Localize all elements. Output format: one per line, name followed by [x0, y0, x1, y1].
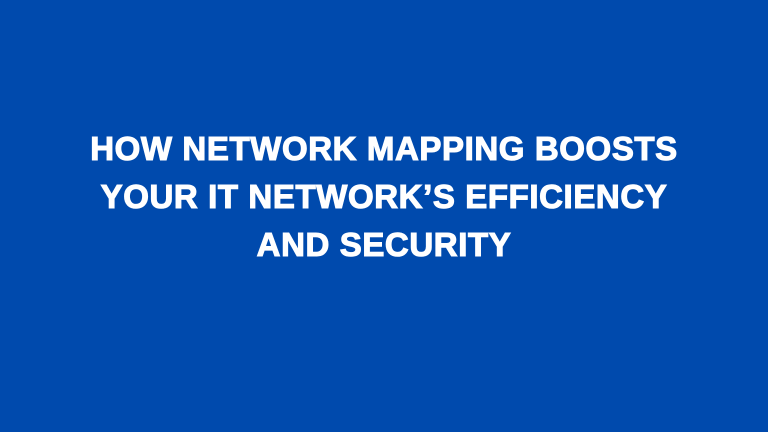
headline-line-2: YOUR IT NETWORK’S EFFICIENCY [100, 177, 668, 215]
headline-line-1: HOW NETWORK MAPPING BOOSTS [90, 129, 678, 167]
headline-title: HOW NETWORK MAPPING BOOSTS YOUR IT NETWO… [0, 125, 768, 269]
headline-line-3: AND SECURITY [256, 225, 512, 263]
